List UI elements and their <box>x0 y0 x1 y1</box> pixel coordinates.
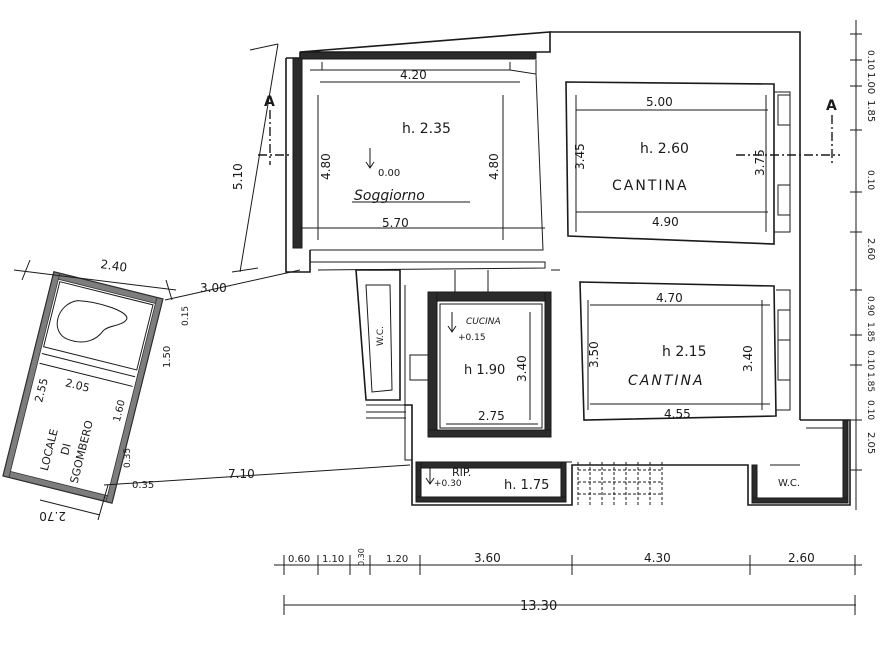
cucina-level: +0.15 <box>458 333 486 343</box>
dim-right-1: 1.00 <box>865 72 876 94</box>
dim-bottom-2: 0.30 <box>357 548 366 566</box>
soggiorno-height: h. 2.35 <box>402 121 451 137</box>
cucina-walls <box>409 291 552 438</box>
dim-right-2: 1.85 <box>865 100 876 122</box>
cantina-top-walls <box>565 81 791 245</box>
dimension-lines <box>13 20 862 615</box>
locale-line2: DI <box>58 442 73 457</box>
cantina-bottom-width: 4.70 <box>656 291 683 305</box>
locale-d4: 0.35 <box>123 448 133 468</box>
dim-right-9: 0.10 <box>865 400 875 420</box>
locale-d5: 0.35 <box>132 480 154 491</box>
building-outline <box>404 31 851 506</box>
cantina-top-depth-right: 3.75 <box>753 149 767 176</box>
soggiorno-width-bottom: 5.70 <box>382 216 409 230</box>
bottom-chain-dims: 0.60 1.10 0.30 1.20 3.60 4.30 2.60 <box>288 548 815 566</box>
right-vertical-dims: 0.10 1.00 1.85 0.10 2.60 0.90 1.85 0.10 … <box>865 50 876 454</box>
cantina-bottom-walls <box>579 281 791 421</box>
locale-depth: 2.55 <box>32 377 51 404</box>
dim-diagonal-2: 7.10 <box>228 467 255 481</box>
dim-right-6: 1.85 <box>865 322 875 342</box>
locale-line1: LOCALE <box>38 427 61 472</box>
locale-width: 2.40 <box>100 257 128 275</box>
dim-left-vertical: 5.10 <box>231 163 245 190</box>
cantina-top-label: CANTINA <box>612 178 689 194</box>
wc-right-walls <box>751 419 849 504</box>
dim-right-8: 1.85 <box>865 372 875 392</box>
dim-right-10: 2.05 <box>865 432 876 454</box>
soggiorno-label: Soggiorno <box>354 188 425 204</box>
dim-right-7: 0.10 <box>865 350 875 370</box>
locale-inner-width: 2.05 <box>64 376 91 395</box>
locale-d2: 1.50 <box>162 346 173 368</box>
locale-bottom: 2.70 <box>39 509 66 523</box>
cantina-top-depth-left: 3.45 <box>573 143 587 170</box>
stairs <box>577 462 663 505</box>
dim-right-3: 0.10 <box>865 170 875 190</box>
cantina-bottom-depth-right: 3.40 <box>741 345 755 372</box>
cantina-top-width-bottom: 4.90 <box>652 215 679 229</box>
dim-right-0: 0.10 <box>865 50 875 70</box>
cucina-height: h 1.90 <box>464 363 505 378</box>
cantina-bottom-height: h 2.15 <box>662 344 707 360</box>
cantina-bottom-label: CANTINA <box>628 373 705 389</box>
wc-left-walls <box>355 269 406 419</box>
cantina-bottom-width-bottom: 4.55 <box>664 407 691 421</box>
locale-d1: 1.60 <box>112 399 128 423</box>
wc-left-label: W.C. <box>376 326 386 346</box>
soggiorno-level: 0.00 <box>378 168 400 179</box>
level-arrows <box>352 148 470 485</box>
section-marker-right: A <box>826 98 837 114</box>
dim-diagonal-1: 3.00 <box>200 281 227 295</box>
cantina-bottom-depth-left: 3.50 <box>587 341 601 368</box>
dim-bottom-0: 0.60 <box>288 554 310 565</box>
dim-bottom-6: 2.60 <box>788 551 815 565</box>
section-line-a <box>258 110 840 165</box>
ripostiglio-height: h. 1.75 <box>504 478 549 493</box>
dim-bottom-4: 3.60 <box>474 551 501 565</box>
ripostiglio-label: RIP. <box>452 466 471 479</box>
dim-total: 13.30 <box>520 599 557 614</box>
ripostiglio-walls <box>415 461 572 503</box>
dim-right-5: 0.90 <box>865 296 875 316</box>
cucina-width: 2.75 <box>478 409 505 423</box>
dim-bottom-5: 4.30 <box>644 551 671 565</box>
soggiorno-width: 4.20 <box>400 68 427 82</box>
dim-right-4: 2.60 <box>865 238 876 260</box>
soggiorno-depth-right: 4.80 <box>487 153 501 180</box>
dim-bottom-3: 1.20 <box>386 554 408 565</box>
section-marker-left: A <box>264 94 275 110</box>
soggiorno-depth-left: 4.80 <box>319 153 333 180</box>
cantina-top-width: 5.00 <box>646 95 673 109</box>
dim-bottom-1: 1.10 <box>322 554 344 565</box>
locale-d3: 0.15 <box>181 306 191 326</box>
locale-sgombero-walls <box>2 271 164 504</box>
cucina-label: CUCINA <box>466 317 501 327</box>
connector-lines <box>454 269 560 292</box>
soggiorno-walls <box>285 31 551 273</box>
ripostiglio-level: +0.30 <box>434 479 462 489</box>
cucina-depth: 3.40 <box>515 355 529 382</box>
wc-right-label: W.C. <box>778 478 800 489</box>
cantina-top-height: h. 2.60 <box>640 141 689 157</box>
